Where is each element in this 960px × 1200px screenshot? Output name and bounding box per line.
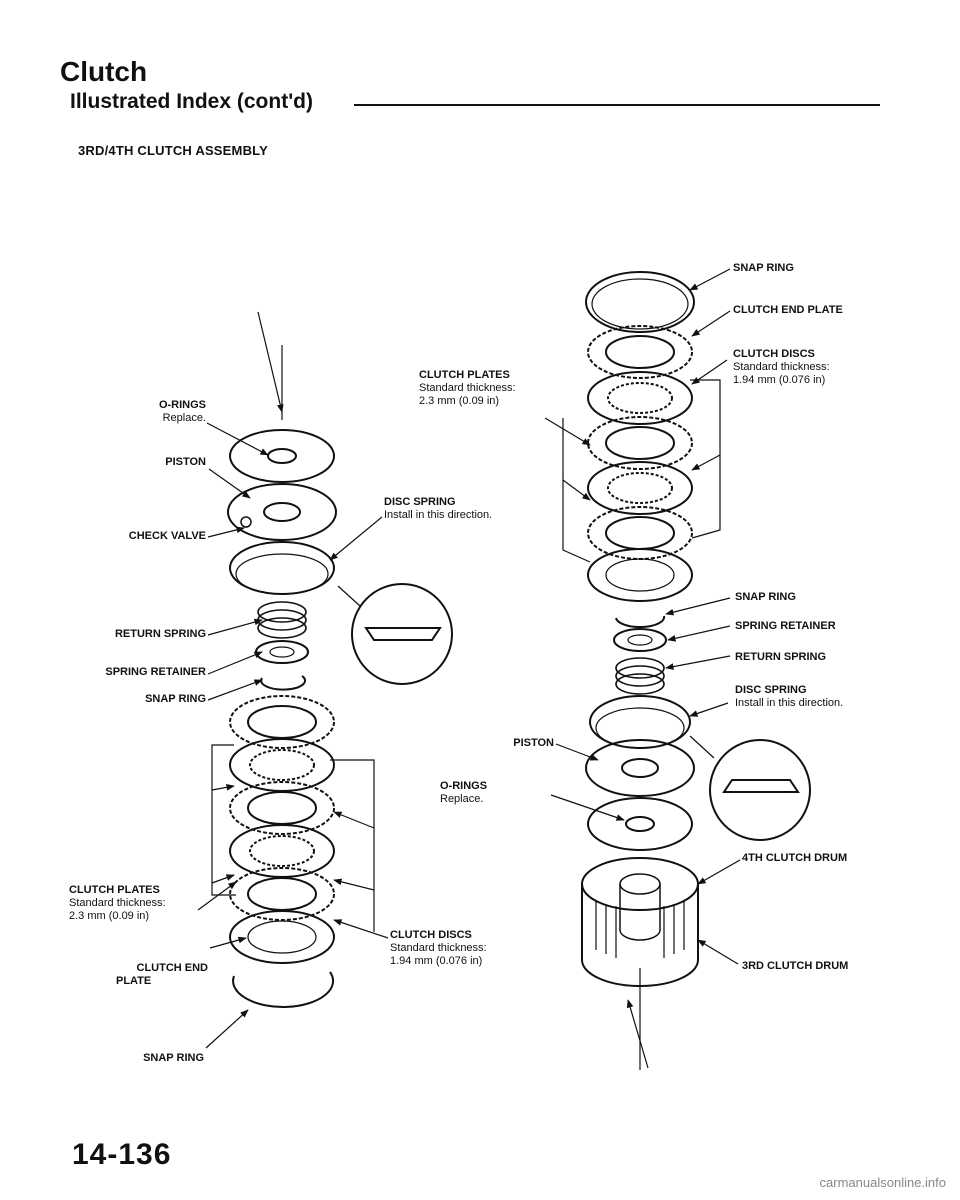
left-disc-spring-part bbox=[229, 541, 335, 595]
label-right-clutch-discs-line1: Standard thickness: bbox=[733, 361, 830, 373]
label-left-clutch-discs-line2: 1.94 mm (0.076 in) bbox=[390, 955, 483, 967]
label-left-check-valve: CHECK VALVE bbox=[128, 530, 206, 542]
label-left-disc-spring-title: DISC SPRING bbox=[384, 496, 456, 508]
label-right-clutch-discs: CLUTCH DISCS Standard thickness: 1.94 mm… bbox=[733, 348, 830, 387]
label-right-snap-ring-top: SNAP RING bbox=[733, 262, 794, 274]
label-right-clutch-end-plate: CLUTCH END PLATE bbox=[733, 304, 843, 316]
label-left-clutch-plates-title: CLUTCH PLATES bbox=[69, 884, 160, 896]
label-left-snap-ring-bottom: SNAP RING bbox=[143, 1052, 204, 1064]
label-right-disc-spring: DISC SPRING Install in this direction. bbox=[735, 684, 843, 710]
label-left-clutch-discs: CLUTCH DISCS Standard thickness: 1.94 mm… bbox=[390, 929, 487, 968]
label-right-clutch-discs-title: CLUTCH DISCS bbox=[733, 348, 815, 360]
label-right-disc-spring-title: DISC SPRING bbox=[735, 684, 807, 696]
section-heading: 3RD/4TH CLUTCH ASSEMBLY bbox=[78, 143, 268, 158]
page-number: 14-136 bbox=[72, 1138, 172, 1171]
label-left-clutch-plates-line1: Standard thickness: bbox=[69, 897, 166, 909]
title-rule bbox=[354, 104, 880, 106]
right-disc-spring-part bbox=[589, 695, 691, 749]
label-left-disc-spring: DISC SPRING Install in this direction. bbox=[384, 496, 492, 522]
right-leader-lines bbox=[544, 268, 741, 965]
label-right-clutch-plates-line1: Standard thickness: bbox=[419, 382, 516, 394]
left-return-spring-part bbox=[257, 601, 307, 639]
right-snap-ring-top-part bbox=[585, 271, 695, 333]
left-piston-part bbox=[227, 483, 337, 541]
label-left-spring-retainer: SPRING RETAINER bbox=[105, 666, 206, 678]
label-left-o-rings-note: Replace. bbox=[162, 412, 206, 424]
watermark: carmanualsonline.info bbox=[819, 1175, 946, 1190]
label-right-spring-retainer: SPRING RETAINER bbox=[735, 620, 836, 632]
label-left-clutch-plates: CLUTCH PLATES Standard thickness: 2.3 mm… bbox=[69, 884, 166, 923]
right-clutch-drum-part bbox=[581, 857, 699, 987]
label-left-o-rings-title: O-RINGS bbox=[158, 399, 206, 411]
left-leader-lines bbox=[197, 422, 389, 1049]
right-snap-ring-small-part bbox=[615, 615, 666, 629]
label-right-clutch-plates-line2: 2.3 mm (0.09 in) bbox=[419, 395, 500, 407]
label-right-o-rings-note: Replace. bbox=[440, 793, 484, 805]
label-right-3rd-clutch-drum: 3RD CLUTCH DRUM bbox=[742, 960, 849, 972]
label-right-clutch-plates: CLUTCH PLATES Standard thickness: 2.3 mm… bbox=[419, 369, 516, 408]
right-return-spring-part bbox=[615, 657, 665, 695]
label-left-clutch-end-plate-line2: PLATE bbox=[116, 975, 152, 987]
left-snap-ring-small-part bbox=[260, 675, 307, 691]
label-right-return-spring: RETURN SPRING bbox=[735, 651, 827, 663]
right-piston-part bbox=[585, 739, 695, 797]
label-left-snap-ring-top: SNAP RING bbox=[145, 693, 206, 705]
left-clutch-pack bbox=[229, 695, 335, 964]
label-right-snap-ring-mid: SNAP RING bbox=[735, 591, 796, 603]
right-axis-arrow bbox=[626, 999, 649, 1069]
label-left-piston: PISTON bbox=[165, 456, 206, 468]
label-left-clutch-end-plate-line1: CLUTCH END bbox=[136, 962, 209, 974]
label-right-disc-spring-note: Install in this direction. bbox=[735, 697, 844, 709]
label-left-disc-spring-note: Install in this direction. bbox=[384, 509, 493, 521]
right-clutch-pack bbox=[587, 325, 693, 602]
right-o-ring-part bbox=[587, 797, 693, 851]
label-left-clutch-plates-line2: 2.3 mm (0.09 in) bbox=[69, 910, 150, 922]
right-disc-spring-detail bbox=[689, 735, 811, 841]
left-snap-ring-large-part bbox=[232, 971, 335, 1008]
label-left-clutch-discs-title: CLUTCH DISCS bbox=[390, 929, 472, 941]
label-right-o-rings-title: O-RINGS bbox=[440, 780, 488, 792]
right-spring-retainer-part bbox=[613, 628, 667, 652]
page-title: Clutch bbox=[60, 56, 148, 87]
label-right-clutch-discs-line2: 1.94 mm (0.076 in) bbox=[733, 374, 826, 386]
label-right-4th-clutch-drum: 4TH CLUTCH DRUM bbox=[742, 852, 848, 864]
label-left-clutch-end-plate: CLUTCH END PLATE bbox=[100, 962, 208, 988]
page-subtitle: Illustrated Index (cont'd) bbox=[70, 90, 314, 113]
label-left-o-rings: O-RINGS Replace. bbox=[110, 399, 206, 425]
left-o-ring-part bbox=[229, 429, 335, 483]
label-right-o-rings: O-RINGS Replace. bbox=[440, 780, 550, 806]
label-left-clutch-discs-line1: Standard thickness: bbox=[390, 942, 487, 954]
label-right-clutch-plates-title: CLUTCH PLATES bbox=[419, 369, 510, 381]
label-left-return-spring: RETURN SPRING bbox=[114, 628, 206, 640]
label-right-piston: PISTON bbox=[513, 737, 554, 749]
left-spring-retainer-part bbox=[255, 640, 309, 664]
left-axis-arrow bbox=[257, 311, 284, 413]
left-disc-spring-detail bbox=[337, 583, 453, 685]
